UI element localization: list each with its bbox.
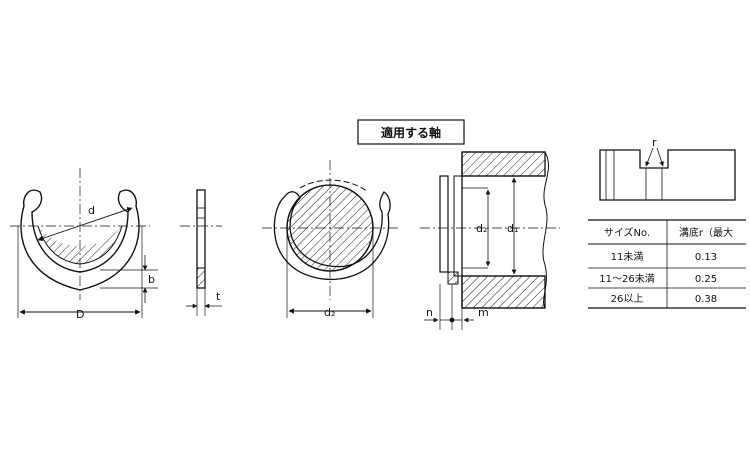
label-n: n (426, 306, 433, 319)
table-cell-size: 11〜26未満 (599, 273, 654, 285)
table-cell-size: 26以上 (611, 293, 644, 305)
label-r: r (652, 136, 657, 149)
label-D: D (76, 308, 84, 321)
title-box: 適用する軸 (357, 119, 465, 145)
label-d: d (88, 204, 95, 217)
table-cell-radius: 0.13 (695, 252, 717, 263)
groove-section-view (420, 151, 560, 330)
table-header-radius: 溝底r（最大 (679, 226, 733, 239)
ring-side-view (180, 189, 222, 316)
table-cell-radius: 0.25 (695, 274, 717, 285)
label-t: t (216, 290, 221, 303)
label-groove-d1: d₁ (507, 222, 518, 235)
groove-radius-table (588, 219, 746, 309)
label-groove-d2: d₂ (476, 222, 487, 235)
ring-front-view (10, 168, 158, 318)
title-text: 適用する軸 (381, 125, 441, 140)
table-cell-radius: 0.38 (695, 294, 717, 305)
label-b: b (148, 273, 155, 286)
table-cell-size: 11未満 (611, 251, 644, 263)
shaft-with-ring-view (262, 160, 400, 318)
groove-detail-view (599, 147, 736, 201)
label-m: m (478, 306, 489, 319)
label-shaft-d2: d₂ (324, 306, 335, 319)
table-header-size: サイズNo. (604, 226, 650, 239)
